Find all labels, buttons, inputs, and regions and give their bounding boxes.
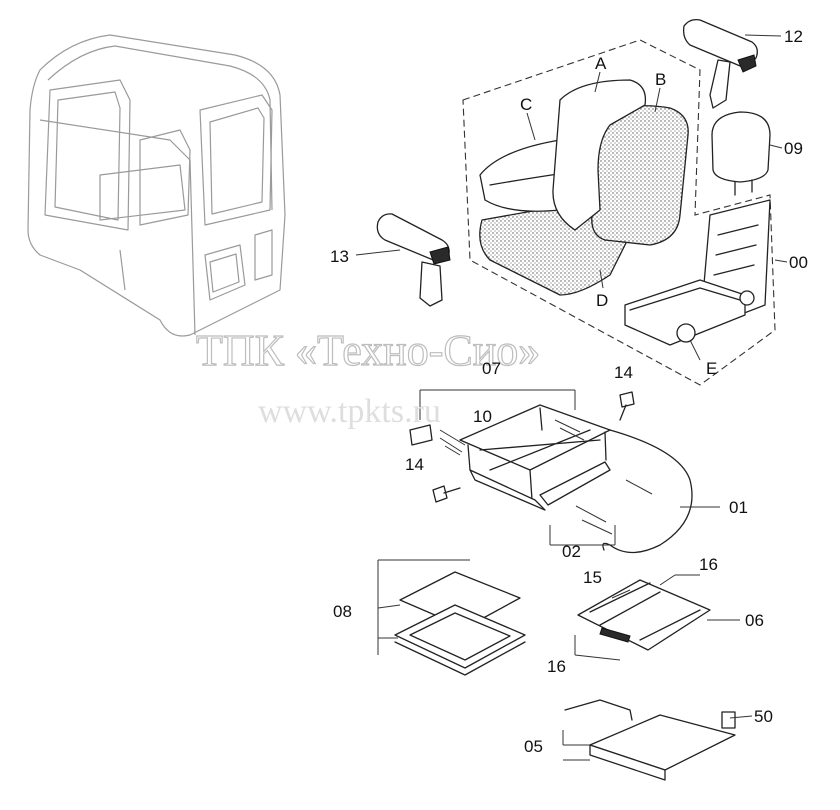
bolt-upper (619, 391, 635, 421)
suspension-frame (409, 404, 653, 535)
callout-50: 50 (754, 707, 773, 726)
slide-base (577, 579, 711, 651)
callout-16-lower: 16 (547, 657, 566, 676)
callout-B: B (655, 70, 666, 89)
callout-14-upper: 14 (614, 363, 633, 382)
callout-16-upper: 16 (699, 555, 718, 574)
callout-06: 06 (745, 611, 764, 630)
seat-back (552, 79, 689, 246)
callout-A: A (595, 54, 607, 73)
armrest-right (682, 18, 758, 109)
adjust-lever (564, 699, 736, 781)
callout-C: C (520, 95, 532, 114)
callout-01: 01 (729, 498, 748, 517)
cab-illustration (27, 34, 286, 337)
watermark-company: ТПК «Техно-Сио» (196, 326, 540, 375)
callout-07: 07 (482, 359, 501, 378)
callout-D: D (596, 291, 608, 310)
callout-12: 12 (784, 27, 803, 46)
armrest-left (376, 213, 451, 307)
seat-frame (624, 199, 771, 346)
callout-15: 15 (583, 568, 602, 587)
callout-05: 05 (524, 737, 543, 756)
seat-rails (394, 571, 526, 676)
callout-00: 00 (789, 253, 808, 272)
callout-14-lower: 14 (405, 455, 424, 474)
seat-assembly-boundary (462, 39, 776, 386)
callout-E: E (706, 359, 717, 378)
callout-13: 13 (330, 247, 349, 266)
cable (602, 429, 693, 554)
headrest (711, 111, 771, 196)
bolt-lower (432, 485, 461, 503)
watermark-website: www.tpkts.ru (258, 393, 441, 430)
leader-lines (355, 34, 788, 761)
callout-10: 10 (473, 407, 492, 426)
callout-02: 02 (562, 542, 581, 561)
callout-08: 08 (333, 602, 352, 621)
callout-09: 09 (784, 139, 803, 158)
